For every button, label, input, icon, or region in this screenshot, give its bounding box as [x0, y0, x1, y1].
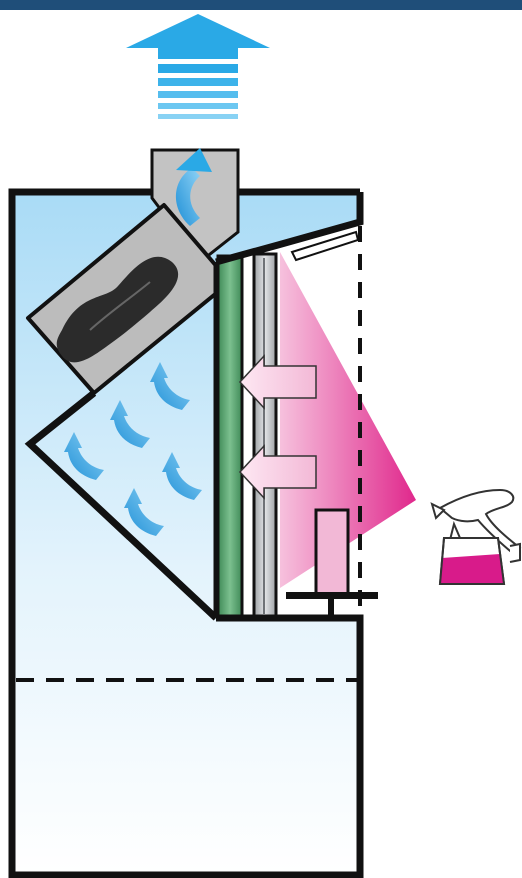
green-filter — [216, 254, 244, 620]
exhaust-arrow-icon — [126, 14, 270, 119]
spray-mist — [280, 252, 416, 588]
pink-arrow-icon — [238, 354, 317, 500]
chamber-v-wall — [24, 390, 219, 621]
workpiece — [314, 508, 350, 598]
airflow-arrow-icon — [64, 362, 202, 536]
spray-gun-icon — [430, 488, 522, 585]
canopy — [215, 192, 364, 266]
top-bar — [0, 0, 522, 10]
workpiece-shelf — [286, 592, 378, 599]
